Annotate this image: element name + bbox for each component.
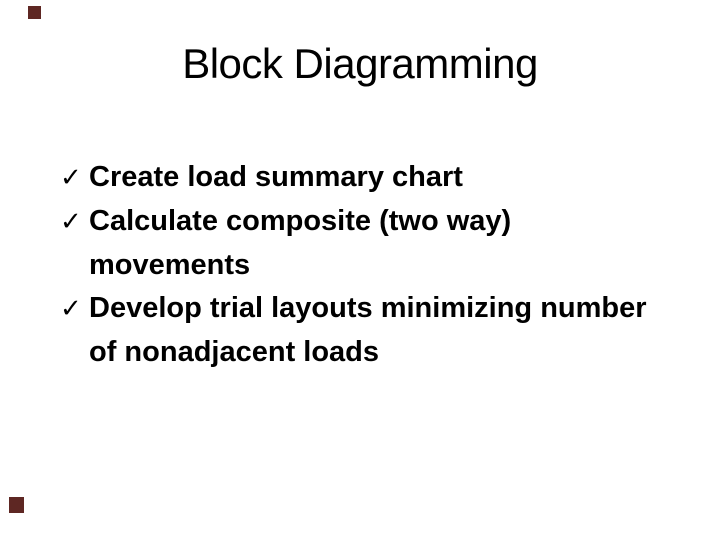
bullet-text: Develop trial layouts minimizing number bbox=[89, 292, 647, 324]
slide-title: Block Diagramming bbox=[182, 40, 538, 87]
bullet-list: ✓Create load summary chart ✓Calculate co… bbox=[60, 156, 680, 374]
checkmark-icon: ✓ bbox=[60, 207, 82, 237]
checkmark-icon: ✓ bbox=[60, 163, 82, 193]
list-item: ✓Calculate composite (two way) movements bbox=[60, 200, 680, 287]
checkmark-icon: ✓ bbox=[60, 294, 82, 324]
corner-square-decoration-top-left bbox=[28, 6, 41, 19]
bullet-text: Calculate composite (two way) bbox=[89, 205, 512, 237]
list-item: ✓Develop trial layouts minimizing number… bbox=[60, 287, 680, 374]
bullet-text-continuation: movements bbox=[89, 249, 251, 281]
bullet-text: Create load summary chart bbox=[89, 161, 463, 193]
corner-square-decoration-bottom-left bbox=[9, 497, 24, 513]
list-item: ✓Create load summary chart bbox=[60, 156, 680, 200]
bullet-text-continuation: of nonadjacent loads bbox=[89, 336, 380, 368]
